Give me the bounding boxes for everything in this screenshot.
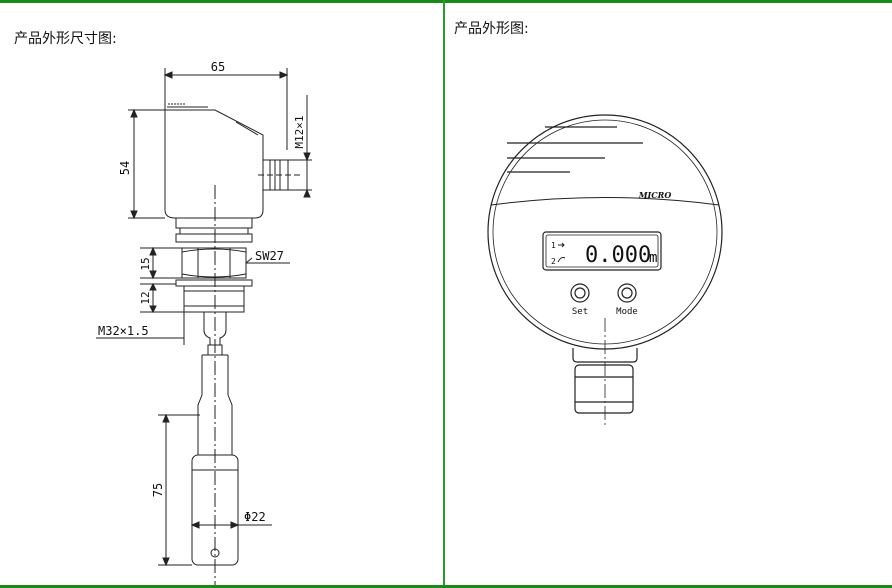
dimension-drawing-title: 产品外形尺寸图: bbox=[14, 31, 117, 47]
dim-hex-height: 15 bbox=[139, 257, 152, 270]
dim-width-top: 65 bbox=[211, 60, 225, 74]
bottom-border bbox=[0, 585, 892, 588]
display-value: 0.000 bbox=[585, 243, 651, 268]
indicator-1-label: 1 bbox=[551, 241, 556, 250]
dim-height-body: 54 bbox=[118, 161, 132, 175]
display-unit: m bbox=[649, 250, 657, 266]
panel-divider bbox=[443, 0, 445, 588]
indicator-2-label: 2 bbox=[551, 257, 556, 266]
dim-thread-height: 12 bbox=[139, 291, 152, 304]
top-border bbox=[0, 0, 892, 3]
brand-logo: MICRO bbox=[638, 190, 672, 200]
dim-hex-size: SW27 bbox=[255, 249, 284, 263]
dim-probe-diameter: Φ22 bbox=[244, 510, 266, 524]
product-view-title: 产品外形图: bbox=[454, 21, 529, 37]
dim-thread: M32×1.5 bbox=[98, 324, 149, 338]
product-view: MICRO 1 2 0.000 m Set Mode bbox=[487, 114, 723, 425]
set-button-label[interactable]: Set bbox=[572, 307, 588, 317]
dimension-drawing: 65 54 M12×1 15 SW27 12 M32×1.5 75 Φ22 bbox=[96, 60, 312, 585]
mode-button-label[interactable]: Mode bbox=[616, 307, 638, 317]
dim-connector: M12×1 bbox=[293, 115, 306, 148]
dim-probe-length: 75 bbox=[151, 483, 165, 497]
